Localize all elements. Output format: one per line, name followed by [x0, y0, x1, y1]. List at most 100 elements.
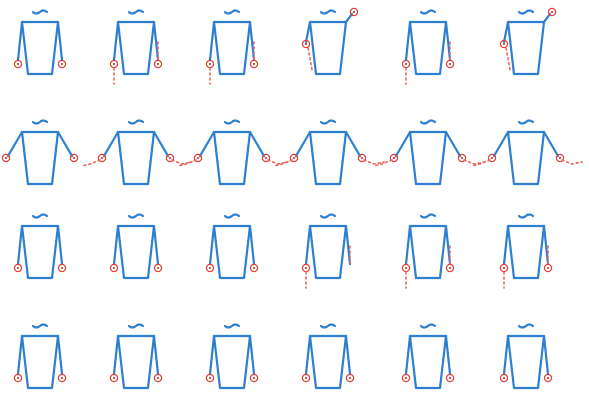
- left-arm: [504, 22, 508, 42]
- head-squiggle: [33, 11, 47, 14]
- marker-icon: [14, 264, 21, 271]
- torso: [310, 336, 346, 388]
- right-arm: [346, 336, 350, 374]
- right-arm: [58, 226, 62, 264]
- right-arm: [544, 132, 558, 156]
- motion-trail: [82, 160, 100, 166]
- head-squiggle: [129, 215, 143, 218]
- head-squiggle: [421, 325, 435, 328]
- right-arm: [346, 132, 360, 156]
- left-arm: [18, 226, 22, 264]
- marker-icon: [302, 264, 309, 271]
- head-squiggle: [225, 325, 239, 328]
- motion-trail: [308, 48, 312, 70]
- torso: [310, 132, 346, 184]
- head-squiggle: [421, 121, 435, 124]
- head-squiggle: [225, 11, 239, 14]
- right-arm: [154, 226, 158, 264]
- head-squiggle: [129, 325, 143, 328]
- torso: [310, 22, 346, 74]
- figure-r2-c5: [500, 215, 551, 289]
- motion-trail: [374, 160, 392, 166]
- marker-icon: [2, 154, 9, 161]
- motion-trail: [364, 160, 384, 164]
- head-squiggle: [129, 11, 143, 14]
- figure-r3-c2: [206, 325, 257, 389]
- figure-r3-c4: [402, 325, 453, 389]
- right-arm: [250, 132, 264, 156]
- head-squiggle: [33, 215, 47, 218]
- head-squiggle: [33, 325, 47, 328]
- marker-icon: [70, 154, 77, 161]
- right-arm: [346, 14, 352, 22]
- marker-icon: [544, 374, 551, 381]
- left-arm: [396, 132, 410, 156]
- left-arm: [114, 336, 118, 374]
- figure-r3-c3: [302, 325, 353, 389]
- figure-r0-c2: [206, 11, 257, 85]
- torso: [410, 22, 446, 74]
- marker-icon: [446, 374, 453, 381]
- torso: [118, 132, 154, 184]
- figure-r3-c5: [500, 325, 551, 389]
- head-squiggle: [519, 325, 533, 328]
- figure-r2-c3: [302, 215, 350, 289]
- marker-icon: [302, 374, 309, 381]
- left-arm: [200, 132, 214, 156]
- figure-r1-c3: [274, 121, 384, 185]
- head-squiggle: [321, 215, 335, 218]
- torso: [214, 22, 250, 74]
- marker-icon: [446, 60, 453, 67]
- torso: [508, 226, 544, 278]
- head-squiggle: [421, 215, 435, 218]
- head-squiggle: [519, 215, 533, 218]
- head-squiggle: [225, 121, 239, 124]
- left-arm: [504, 226, 508, 264]
- left-arm: [114, 22, 118, 60]
- torso: [214, 336, 250, 388]
- left-arm: [306, 336, 310, 374]
- left-arm: [296, 132, 310, 156]
- head-squiggle: [321, 325, 335, 328]
- head-squiggle: [129, 121, 143, 124]
- marker-icon: [402, 60, 409, 67]
- left-arm: [406, 22, 410, 60]
- right-arm: [154, 336, 158, 374]
- head-squiggle: [519, 11, 533, 14]
- left-arm: [210, 226, 214, 264]
- left-arm: [406, 226, 410, 264]
- figure-r0-c5: [500, 8, 555, 74]
- marker-icon: [250, 60, 257, 67]
- marker-icon: [110, 264, 117, 271]
- figure-r0-c4: [402, 11, 453, 85]
- left-arm: [210, 22, 214, 60]
- marker-icon: [446, 264, 453, 271]
- right-arm: [58, 336, 62, 374]
- marker-icon: [206, 60, 213, 67]
- right-arm: [250, 226, 254, 264]
- torso: [22, 336, 58, 388]
- right-arm: [58, 22, 62, 60]
- marker-icon: [250, 264, 257, 271]
- figure-r0-c0: [14, 11, 65, 75]
- head-squiggle: [225, 215, 239, 218]
- figure-r1-c0: [2, 121, 77, 185]
- head-squiggle: [421, 11, 435, 14]
- figure-r2-c2: [206, 215, 257, 279]
- left-arm: [504, 336, 508, 374]
- figure-r3-c0: [14, 325, 65, 389]
- left-arm: [8, 132, 22, 156]
- left-arm: [104, 132, 118, 156]
- left-arm: [114, 226, 118, 264]
- torso: [508, 336, 544, 388]
- figure-r2-c0: [14, 215, 65, 279]
- marker-icon: [58, 264, 65, 271]
- left-arm: [406, 336, 410, 374]
- marker-icon: [206, 264, 213, 271]
- marker-icon: [350, 8, 357, 15]
- right-arm: [446, 132, 460, 156]
- torso: [410, 336, 446, 388]
- marker-icon: [154, 264, 161, 271]
